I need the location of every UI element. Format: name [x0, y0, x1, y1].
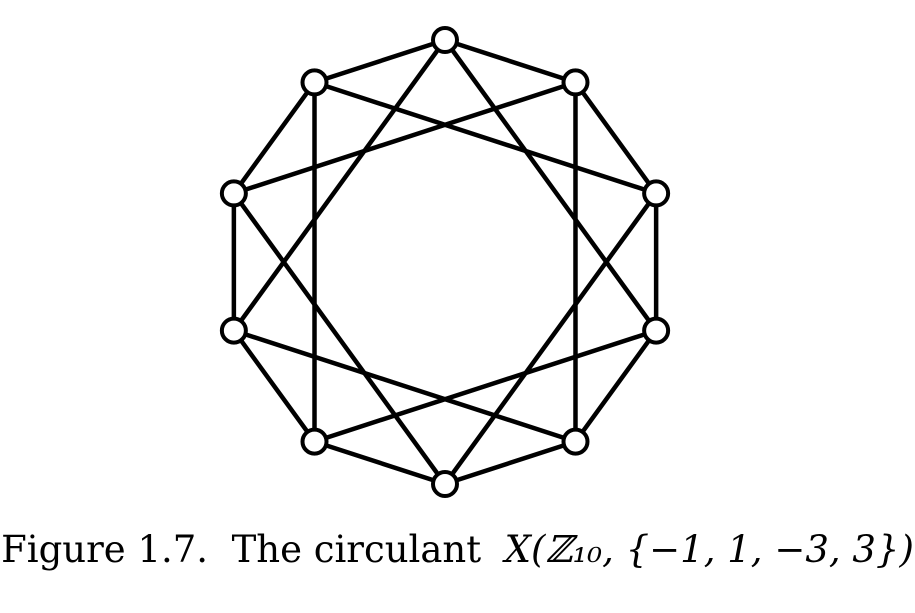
- graph-vertex-1: [561, 68, 590, 97]
- graph-edge-8-9: [231, 80, 317, 196]
- graph-edge-3-4: [573, 328, 659, 444]
- caption-math: X(ℤ₁₀, {−1, 1, −3, 3}): [504, 528, 914, 571]
- graph-vertex-8: [219, 179, 248, 208]
- graph-vertex-6: [300, 427, 329, 456]
- circulant-graph: [219, 26, 671, 498]
- graph-edge-2-5: [442, 191, 659, 487]
- caption-label: Figure 1.7.: [1, 528, 209, 571]
- graph-edge-9-2: [312, 80, 659, 196]
- graph-edge-0-3: [442, 37, 659, 333]
- caption-text: The circulant: [231, 528, 482, 571]
- graph-edge-4-7: [231, 328, 578, 444]
- graph-vertex-3: [642, 316, 671, 345]
- figure-caption: Figure 1.7. The circulant X(ℤ₁₀, {−1, 1,…: [0, 528, 915, 571]
- graph-edge-3-6: [312, 328, 659, 444]
- graph-edge-0-1: [442, 37, 578, 85]
- graph-edge-8-1: [231, 80, 578, 196]
- graph-edge-7-0: [231, 37, 448, 333]
- graph-edge-5-6: [312, 439, 448, 487]
- graph-edge-6-7: [231, 328, 317, 444]
- graph-edges: [231, 37, 659, 487]
- graph-edge-5-8: [231, 191, 448, 487]
- graph-edge-4-5: [442, 439, 578, 487]
- graph-vertex-5: [431, 470, 459, 498]
- graph-vertex-9: [300, 68, 329, 97]
- graph-edge-1-2: [573, 80, 659, 196]
- graph-vertices: [219, 26, 671, 498]
- graph-vertex-0: [431, 26, 459, 54]
- graph-vertex-4: [561, 427, 590, 456]
- graph-vertex-7: [219, 316, 248, 345]
- graph-edge-9-0: [312, 37, 448, 85]
- graph-vertex-2: [642, 179, 671, 208]
